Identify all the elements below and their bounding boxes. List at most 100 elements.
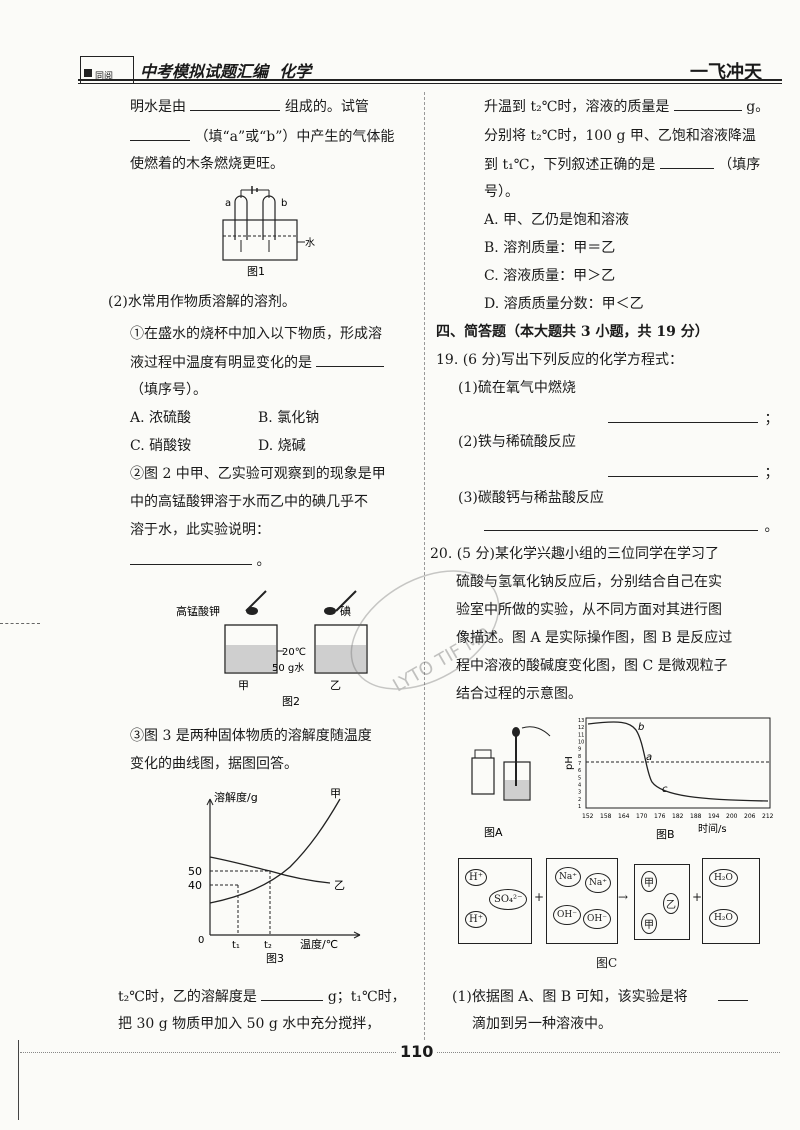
- figb-y-tick: 7: [578, 761, 581, 767]
- answer-blank[interactable]: [608, 462, 758, 477]
- text: 组成的。试管: [284, 99, 369, 115]
- answer-blank[interactable]: [673, 96, 742, 111]
- fig3-jia: 甲: [330, 787, 341, 800]
- brand-name: 一飞冲天: [690, 62, 762, 83]
- q20-line-c: 验室中所做的实验，从不同方面对其进行图: [456, 602, 722, 618]
- figb-point-c: c: [662, 784, 668, 795]
- q19-1-answer: ；: [608, 408, 778, 429]
- series-jia-curve: [209, 798, 341, 904]
- figb-y-tick: 1: [578, 804, 581, 810]
- left-q2-1c: （填序号）。: [130, 382, 207, 398]
- plus-sign: +: [534, 890, 545, 904]
- particle-box-water: H₂O H₂O: [702, 858, 760, 944]
- figb-x-tick: 212: [762, 813, 774, 820]
- ion-na: Na⁺: [585, 873, 611, 893]
- fig3-yi: 乙: [334, 879, 345, 892]
- fig3-t1: t₁: [232, 940, 240, 951]
- left-q2-1b: 液过程中温度有明显变化的是: [130, 352, 385, 373]
- molecule-water: H₂O: [709, 869, 738, 887]
- figb-x-tick: 194: [708, 813, 720, 820]
- figb-x-tick: 188: [690, 813, 702, 820]
- fig3-xlabel: 温度/℃: [300, 937, 338, 951]
- figb-x-tick: 182: [672, 813, 684, 820]
- left-q2-2c: 溶于水，此实验说明：: [130, 522, 270, 538]
- left-q2-1a: ①在盛水的烧杯中加入以下物质，形成溶: [130, 326, 382, 342]
- fig3-y50: 50: [188, 865, 202, 878]
- left-q2: (2)水常用作物质溶解的溶剂。: [108, 294, 296, 310]
- answer-blank[interactable]: [261, 986, 324, 1001]
- text: g。: [746, 99, 770, 115]
- series-yi-curve: [209, 856, 331, 884]
- figb-point-a: a: [646, 752, 652, 763]
- option-b: B. 氯化钠: [258, 410, 320, 426]
- q20-line-e: 程中溶液的酸碱度变化图，图 C 是微观粒子: [456, 658, 728, 674]
- particle-box-product-ions: 甲 乙 甲: [634, 864, 690, 940]
- q20-line-a: 20. (5 分)某化学兴趣小组的三位同学在学习了: [430, 546, 719, 562]
- figb-y-tick: 4: [578, 783, 581, 789]
- figb-y-tick: 12: [578, 725, 584, 731]
- left-q2-3d: 把 30 g 物质甲加入 50 g 水中充分搅拌，: [118, 1016, 381, 1032]
- answer-blank[interactable]: [484, 516, 758, 531]
- figb-point-b: b: [638, 722, 644, 733]
- text: 到 t₁℃，下列叙述正确的是: [484, 157, 656, 173]
- ph-curve: [587, 721, 769, 802]
- figa-caption: 图A: [484, 826, 503, 839]
- particle-box-base: Na⁺ Na⁺ OH⁻ OH⁻: [546, 858, 618, 944]
- figb-caption: 图B: [656, 828, 675, 841]
- fig2-yi: 乙: [330, 679, 341, 692]
- q20-1b: 滴加到另一种溶液中。: [472, 1016, 612, 1032]
- text: 明水是由: [130, 99, 186, 115]
- right-line-3: 到 t₁℃，下列叙述正确的是 （填序: [484, 154, 760, 175]
- answer-blank[interactable]: [608, 408, 758, 423]
- logo-square-icon: [84, 69, 92, 77]
- text: ；: [764, 411, 779, 427]
- header-rule: [78, 79, 782, 81]
- fig2-caption: 图2: [282, 695, 300, 708]
- text: （填序: [718, 157, 761, 173]
- ion-yi: 乙: [663, 893, 679, 914]
- fig3-y40: 40: [188, 879, 202, 892]
- header-rule-thin: [78, 83, 782, 84]
- right-option-d: D. 溶质质量分数：甲＜乙: [484, 296, 644, 312]
- fig3-ylabel: 溶解度/g: [214, 790, 258, 804]
- watermark-text: LYTO TIF MP: [389, 624, 493, 696]
- logo-text: 同阅: [95, 72, 114, 82]
- left-q2-2b: 中的高锰酸钾溶于水而乙中的碘几乎不: [130, 494, 368, 510]
- q20-1a: (1)依据图 A、图 B 可知，该实验是将: [452, 986, 749, 1007]
- answer-blank[interactable]: [316, 352, 385, 367]
- q19-2: (2)铁与稀硫酸反应: [458, 434, 576, 450]
- q20-line-d: 像描述。图 A 是实际操作图，图 B 是反应过: [456, 630, 733, 646]
- text: 升温到 t₂℃时，溶液的质量是: [484, 99, 670, 115]
- figb-y-tick: 2: [578, 797, 581, 803]
- q20-line-f: 结合过程的示意图。: [456, 686, 582, 702]
- answer-blank[interactable]: [190, 96, 281, 111]
- q19-3: (3)碳酸钙与稀盐酸反应: [458, 490, 604, 506]
- answer-blank[interactable]: [130, 126, 190, 141]
- fig2-iodine: 碘: [340, 605, 351, 618]
- fig3-t2: t₂: [264, 940, 272, 951]
- figure-a-titration: 图A: [471, 726, 551, 839]
- figb-x-tick: 176: [654, 813, 666, 820]
- left-q2-3a: ③图 3 是两种固体物质的溶解度随温度: [130, 728, 372, 744]
- molecule-water: H₂O: [709, 909, 738, 927]
- q19-2-answer: ；: [608, 462, 778, 483]
- right-line-1: 升温到 t₂℃时，溶液的质量是 g。: [484, 96, 769, 117]
- left-q2-3c: t₂℃时，乙的溶解度是 g；t₁℃时，: [118, 986, 406, 1007]
- ion-oh: OH⁻: [553, 905, 581, 925]
- answer-blank[interactable]: [130, 550, 252, 565]
- figure-1-electrolysis: a b 水 图1: [222, 186, 315, 278]
- answer-blank[interactable]: [718, 986, 749, 1001]
- figb-x-tick: 170: [636, 813, 648, 820]
- text: g；t₁℃时，: [327, 989, 406, 1005]
- arrow-icon: →: [618, 890, 629, 904]
- option-c: C. 硝酸铵: [130, 438, 192, 454]
- figb-y-tick: 8: [578, 754, 581, 760]
- text: t₂℃时，乙的溶解度是: [118, 989, 257, 1005]
- text: ；: [764, 465, 779, 481]
- text: (1)依据图 A、图 B 可知，该实验是将: [452, 989, 688, 1005]
- figb-y-tick: 13: [578, 718, 584, 724]
- figb-x-tick: 164: [618, 813, 630, 820]
- fig3-caption: 图3: [266, 952, 284, 965]
- answer-blank[interactable]: [659, 154, 714, 169]
- left-line-1: 明水是由 组成的。试管: [130, 96, 369, 117]
